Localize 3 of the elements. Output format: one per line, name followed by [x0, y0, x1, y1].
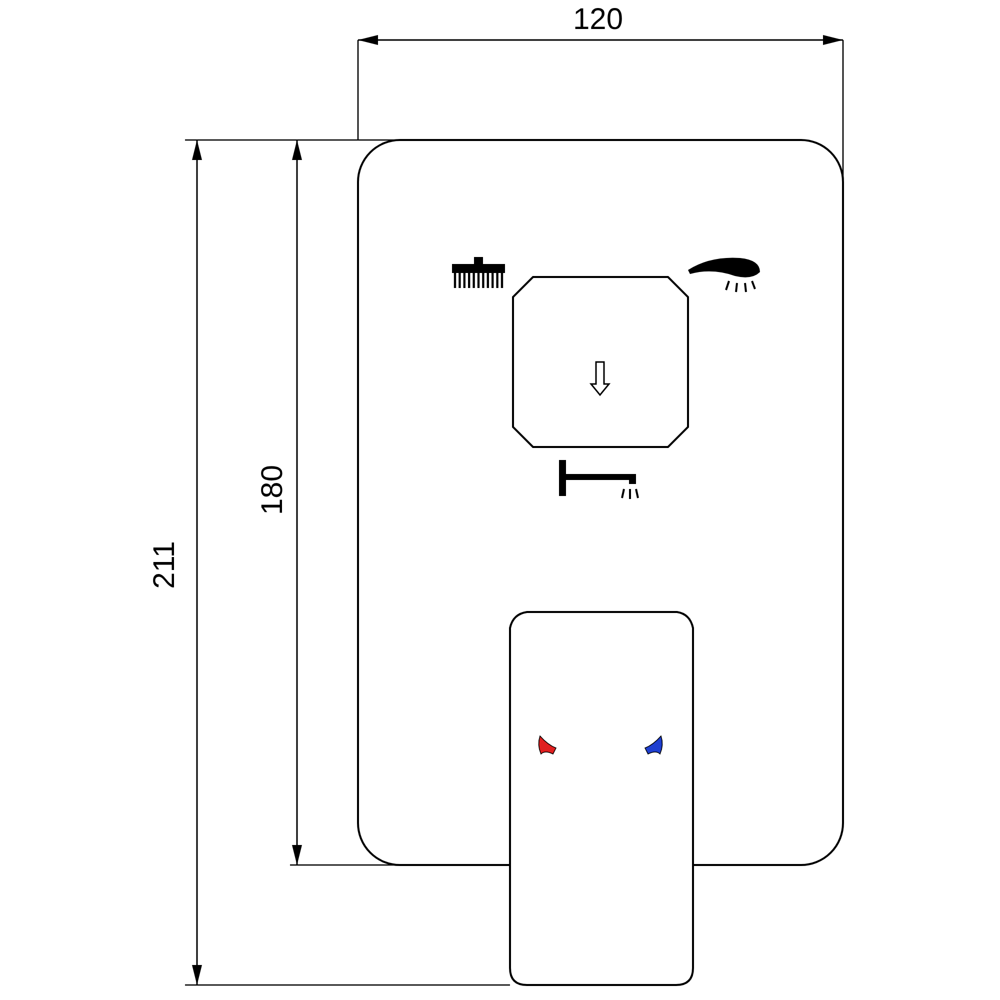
dimension-value: 180 [258, 464, 288, 516]
dimension-value: 120 [572, 5, 624, 35]
dimension-value: 211 [150, 541, 180, 589]
